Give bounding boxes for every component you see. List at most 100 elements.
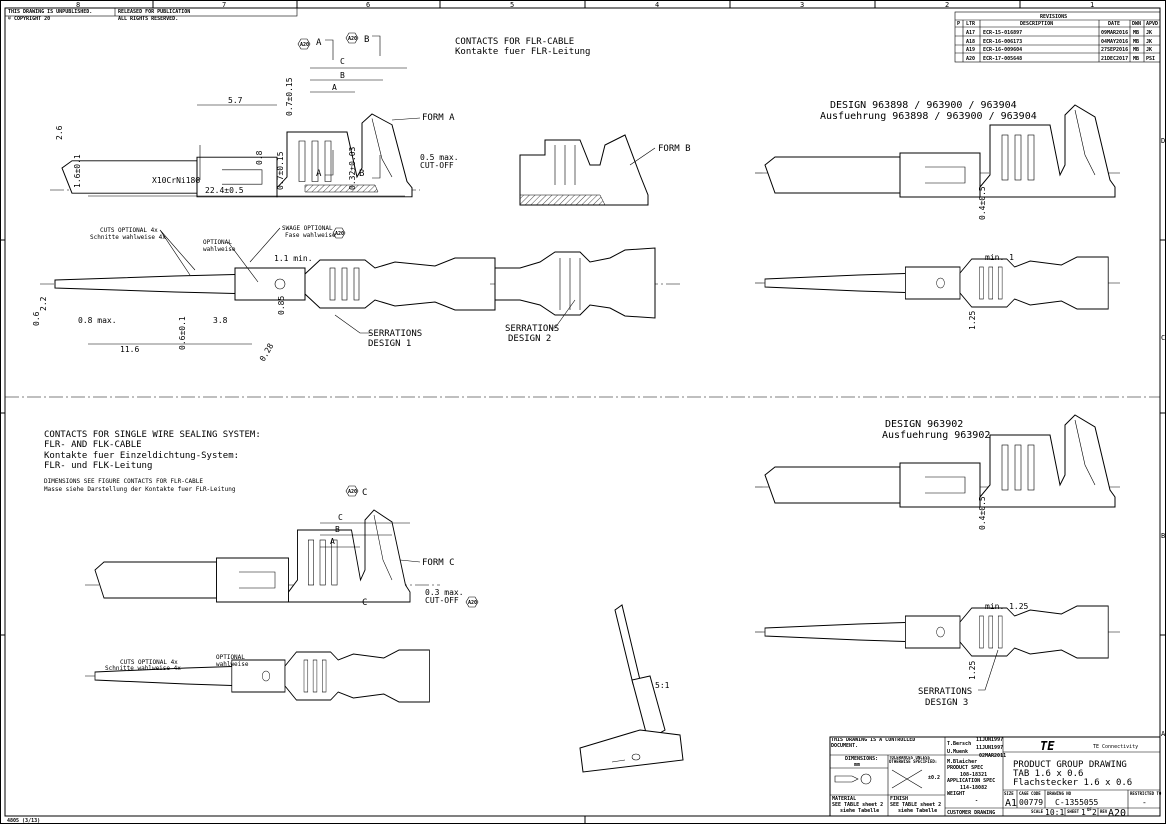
labels-sec_b: B (364, 35, 369, 45)
dimensions-d028: 0.28 (258, 342, 276, 363)
dimensions-d07: 0.7±0.15 (285, 77, 294, 116)
labels-serr: SERRATIONS (918, 687, 972, 697)
seal-title-3: Kontakte fuer Einzeldichtung-System: (44, 451, 239, 461)
revisions-headers-4: DWN (1132, 21, 1141, 27)
title-block: THIS DRAWING IS A CONTROLLED DOCUMENT. D… (829, 736, 1162, 819)
title_block-cage: 00779 (1019, 798, 1043, 807)
title_block-application_spec: 114-18082 (960, 785, 987, 791)
dimensions-d38: 3.8 (213, 316, 228, 325)
zone-2: 2 (945, 1, 949, 9)
title_block-cage_label: CAGE CODE (1019, 791, 1041, 796)
title_block-finish_value2: siehe Tabelle (898, 808, 937, 814)
form-c-side-view: CBA FORM C 0.3 max.CUT-OFF CC A20 A20 (85, 485, 479, 608)
title_block-appd: M.Blaicher (947, 759, 977, 765)
title_block-product_spec_label: PRODUCT SPEC (947, 765, 983, 771)
design-a-top-view: min. 1 1.25 (755, 253, 1120, 330)
labels-cutoff: CUT-OFF (425, 596, 459, 605)
labels-sec_b: B (359, 169, 364, 179)
revisions-rows-2-desc: ECR-16-009604 (983, 47, 1022, 53)
zone-6: 6 (366, 1, 370, 9)
design-a-side-view: 0.4±0.5 (755, 104, 1120, 220)
header_strip-unpublished: THIS DRAWING IS UNPUBLISHED. (8, 9, 92, 15)
controlled-document-note: THIS DRAWING IS A CONTROLLED DOCUMENT. (831, 738, 916, 749)
labels-swage1: SWAGE OPTIONAL (282, 225, 333, 232)
flr-section-title: CONTACTS FOR FLR-CABLE (455, 37, 574, 47)
revisions-rows-3-desc: ECR-17-005648 (983, 56, 1022, 62)
design-b-side-view: 0.4±0.5 (755, 414, 1120, 530)
labels-cuts2: Schnitte wahlweise 4x (90, 234, 166, 241)
labels-rev_tag: A20 (348, 489, 357, 495)
title_block-restricted: - (1142, 798, 1147, 807)
revisions-rows-0-dwn: MB (1133, 30, 1139, 36)
labels-opt2: wahlweise (203, 246, 236, 253)
title_block-material_label: MATERIAL (832, 796, 856, 802)
title_block-chk: U.Muenk (947, 749, 968, 755)
labels-sec_a: A (332, 83, 337, 92)
labels-sec_a: A (316, 169, 322, 179)
zone-a: A (1161, 730, 1166, 738)
dimensions-d224: 22.4±0.5 (205, 186, 244, 195)
zone-3: 3 (800, 1, 804, 9)
form-a-side-view: 22.4±0.5 5.7 CBA 2.6 1.6±0.1 0.7±0.15 0.… (50, 32, 459, 198)
dimensions-d125: 1.25 (968, 311, 977, 330)
title_block-dimensions_label: DIMENSIONS: (845, 756, 878, 762)
dimensions-d085: 0.85 (277, 296, 286, 315)
dimensions-d032: 0.32±0.03 (348, 146, 357, 190)
labels-sec_b: B (335, 525, 340, 534)
revisions-rows-3-dwn: MB (1133, 56, 1139, 62)
revisions-headers-2: DESCRIPTION (1020, 21, 1053, 27)
isometric-view: 5:1 (579, 604, 684, 773)
labels-form_a: FORM A (422, 113, 455, 123)
revisions-rows-3-ltr: A20 (966, 56, 975, 62)
title_block-sheet: 1 (1081, 808, 1086, 817)
te-logo: TE (1040, 739, 1055, 753)
seal-note-2: Masse siehe Darstellung der Kontakte fue… (44, 486, 236, 493)
labels-serr: SERRATIONS (368, 329, 422, 339)
revisions-rows-0-date: 09MAR2016 (1101, 30, 1128, 36)
labels-cuts2: Schnitte wahlweise 4x (105, 665, 181, 672)
revisions-rows-2-apvd: JK (1146, 47, 1152, 53)
title_block-finish_label: FINISH (890, 796, 908, 802)
labels-opt1: OPTIONAL (216, 654, 245, 661)
title_block-appd_date: 02MAR2011 (979, 753, 1006, 759)
header_strip-rights: ALL RIGHTS RESERVED. (118, 16, 178, 22)
labels-serr: SERRATIONS (505, 324, 559, 334)
zone-4: 4 (655, 1, 659, 9)
revisions-headers-0: P (957, 21, 960, 27)
seal-title-4: FLR- und FLK-Leitung (44, 461, 152, 471)
labels-design3: DESIGN 3 (925, 698, 968, 708)
title_block-customer: CUSTOMER DRAWING (947, 810, 995, 816)
labels-form_c: FORM C (422, 558, 455, 568)
tolerances-label: TOLERANCES UNLESS OTHERWISE SPECIFIED: (889, 756, 938, 765)
labels-swage2: Fase wahlweise (285, 232, 336, 239)
labels-opt1: OPTIONAL (203, 239, 232, 246)
title_block-size: A1 (1005, 798, 1017, 809)
title_block-name2: TAB 1.6 x 0.6 (1013, 769, 1083, 779)
title_block-finish_value1: SEE TABLE sheet 2 (890, 802, 941, 808)
dimensions-dmin1: min. 1 (985, 253, 1014, 262)
title_block-scale: 10:1 (1045, 808, 1064, 817)
labels-sec_a: A (316, 38, 322, 48)
title_block-chk_date: 11JUN1997 (976, 745, 1003, 751)
zone-b: B (1161, 532, 1165, 540)
zone-c: C (1161, 334, 1165, 342)
labels-opt2: wahlweise (216, 661, 249, 668)
revisions-table: REVISIONS P LTR DESCRIPTION DATE DWN APV… (954, 11, 1161, 63)
title_block-of: 2 (1092, 808, 1097, 817)
labels-material: X10CrNi188 (152, 176, 200, 185)
dimensions-d125: 1.25 (968, 661, 977, 680)
revisions-rows-1-apvd: JK (1146, 39, 1152, 45)
revisions-rows-1-desc: ECR-16-006173 (983, 39, 1022, 45)
revisions-headers-3: DATE (1108, 21, 1120, 27)
title_block-restricted_label: RESTRICTED TO (1130, 791, 1162, 796)
labels-cutoff: CUT-OFF (420, 161, 454, 170)
dimensions-d06: 0.6 (32, 311, 41, 326)
labels-sec_c: C (340, 57, 345, 66)
revisions-rows-0-apvd: JK (1146, 30, 1152, 36)
labels-sec_c: C (338, 513, 343, 522)
title_block-product_spec: 108-18321 (960, 772, 987, 778)
title_block-name1: PRODUCT GROUP DRAWING (1013, 760, 1127, 770)
